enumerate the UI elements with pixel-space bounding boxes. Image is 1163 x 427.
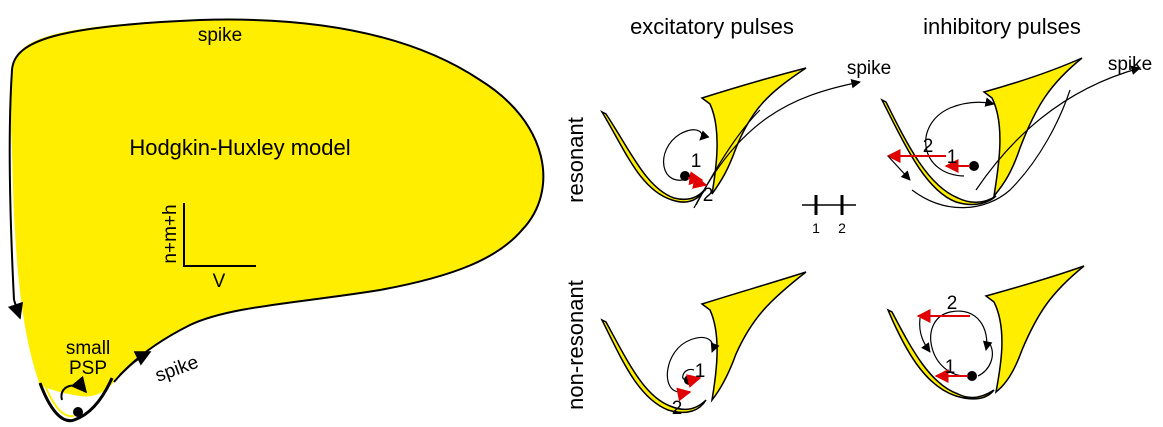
non-exc-pulse2-label: 2	[672, 398, 683, 419]
pulse-timeline: 1 2	[802, 195, 856, 236]
res-exc-pulse1-label: 1	[691, 151, 702, 172]
timeline-pulse1: 1	[812, 220, 820, 236]
non-inh-pulse1-label: 1	[945, 357, 956, 378]
non-exc-pulse1-label: 1	[695, 361, 706, 382]
res-exc-pulse2-label: 2	[703, 185, 714, 206]
row-header-resonant: resonant	[563, 117, 588, 203]
panel-nonresonant-inhibitory: 1 2	[888, 266, 1084, 399]
row-header-non-resonant: non-resonant	[563, 280, 588, 410]
panel-resonant-excitatory: spike 1 2	[602, 58, 891, 208]
timeline-pulse2: 2	[838, 220, 846, 236]
res-exc-spike-label: spike	[847, 58, 891, 79]
hh-small-label: small	[66, 338, 110, 359]
res-inh-spike-label: spike	[1108, 54, 1152, 75]
panel-nonresonant-excitatory: 1 2	[602, 272, 806, 419]
res-inh-pulse1-label: 1	[947, 147, 958, 168]
hh-title: Hodgkin-Huxley model	[129, 135, 350, 160]
panel-resonant-inhibitory: spike 1 2	[882, 54, 1152, 208]
hh-spike-top-label: spike	[198, 25, 242, 46]
column-header-excitatory: excitatory pulses	[630, 14, 794, 39]
res-inh-pulse2-label: 2	[923, 136, 934, 157]
hh-axis-x-label: V	[213, 271, 226, 292]
hh-psp-label: PSP	[69, 358, 107, 379]
hh-trajectory-down-arrow	[14, 300, 20, 318]
column-header-inhibitory: inhibitory pulses	[923, 14, 1081, 39]
hh-panel: spike Hodgkin-Huxley model small PSP spi…	[10, 20, 544, 421]
hh-spike-bottom-label: spike	[153, 352, 202, 387]
hh-rest-point	[73, 407, 83, 417]
non-inh-pulse2-label: 2	[947, 293, 958, 314]
hh-axis-y-label: n+m+h	[160, 204, 181, 263]
